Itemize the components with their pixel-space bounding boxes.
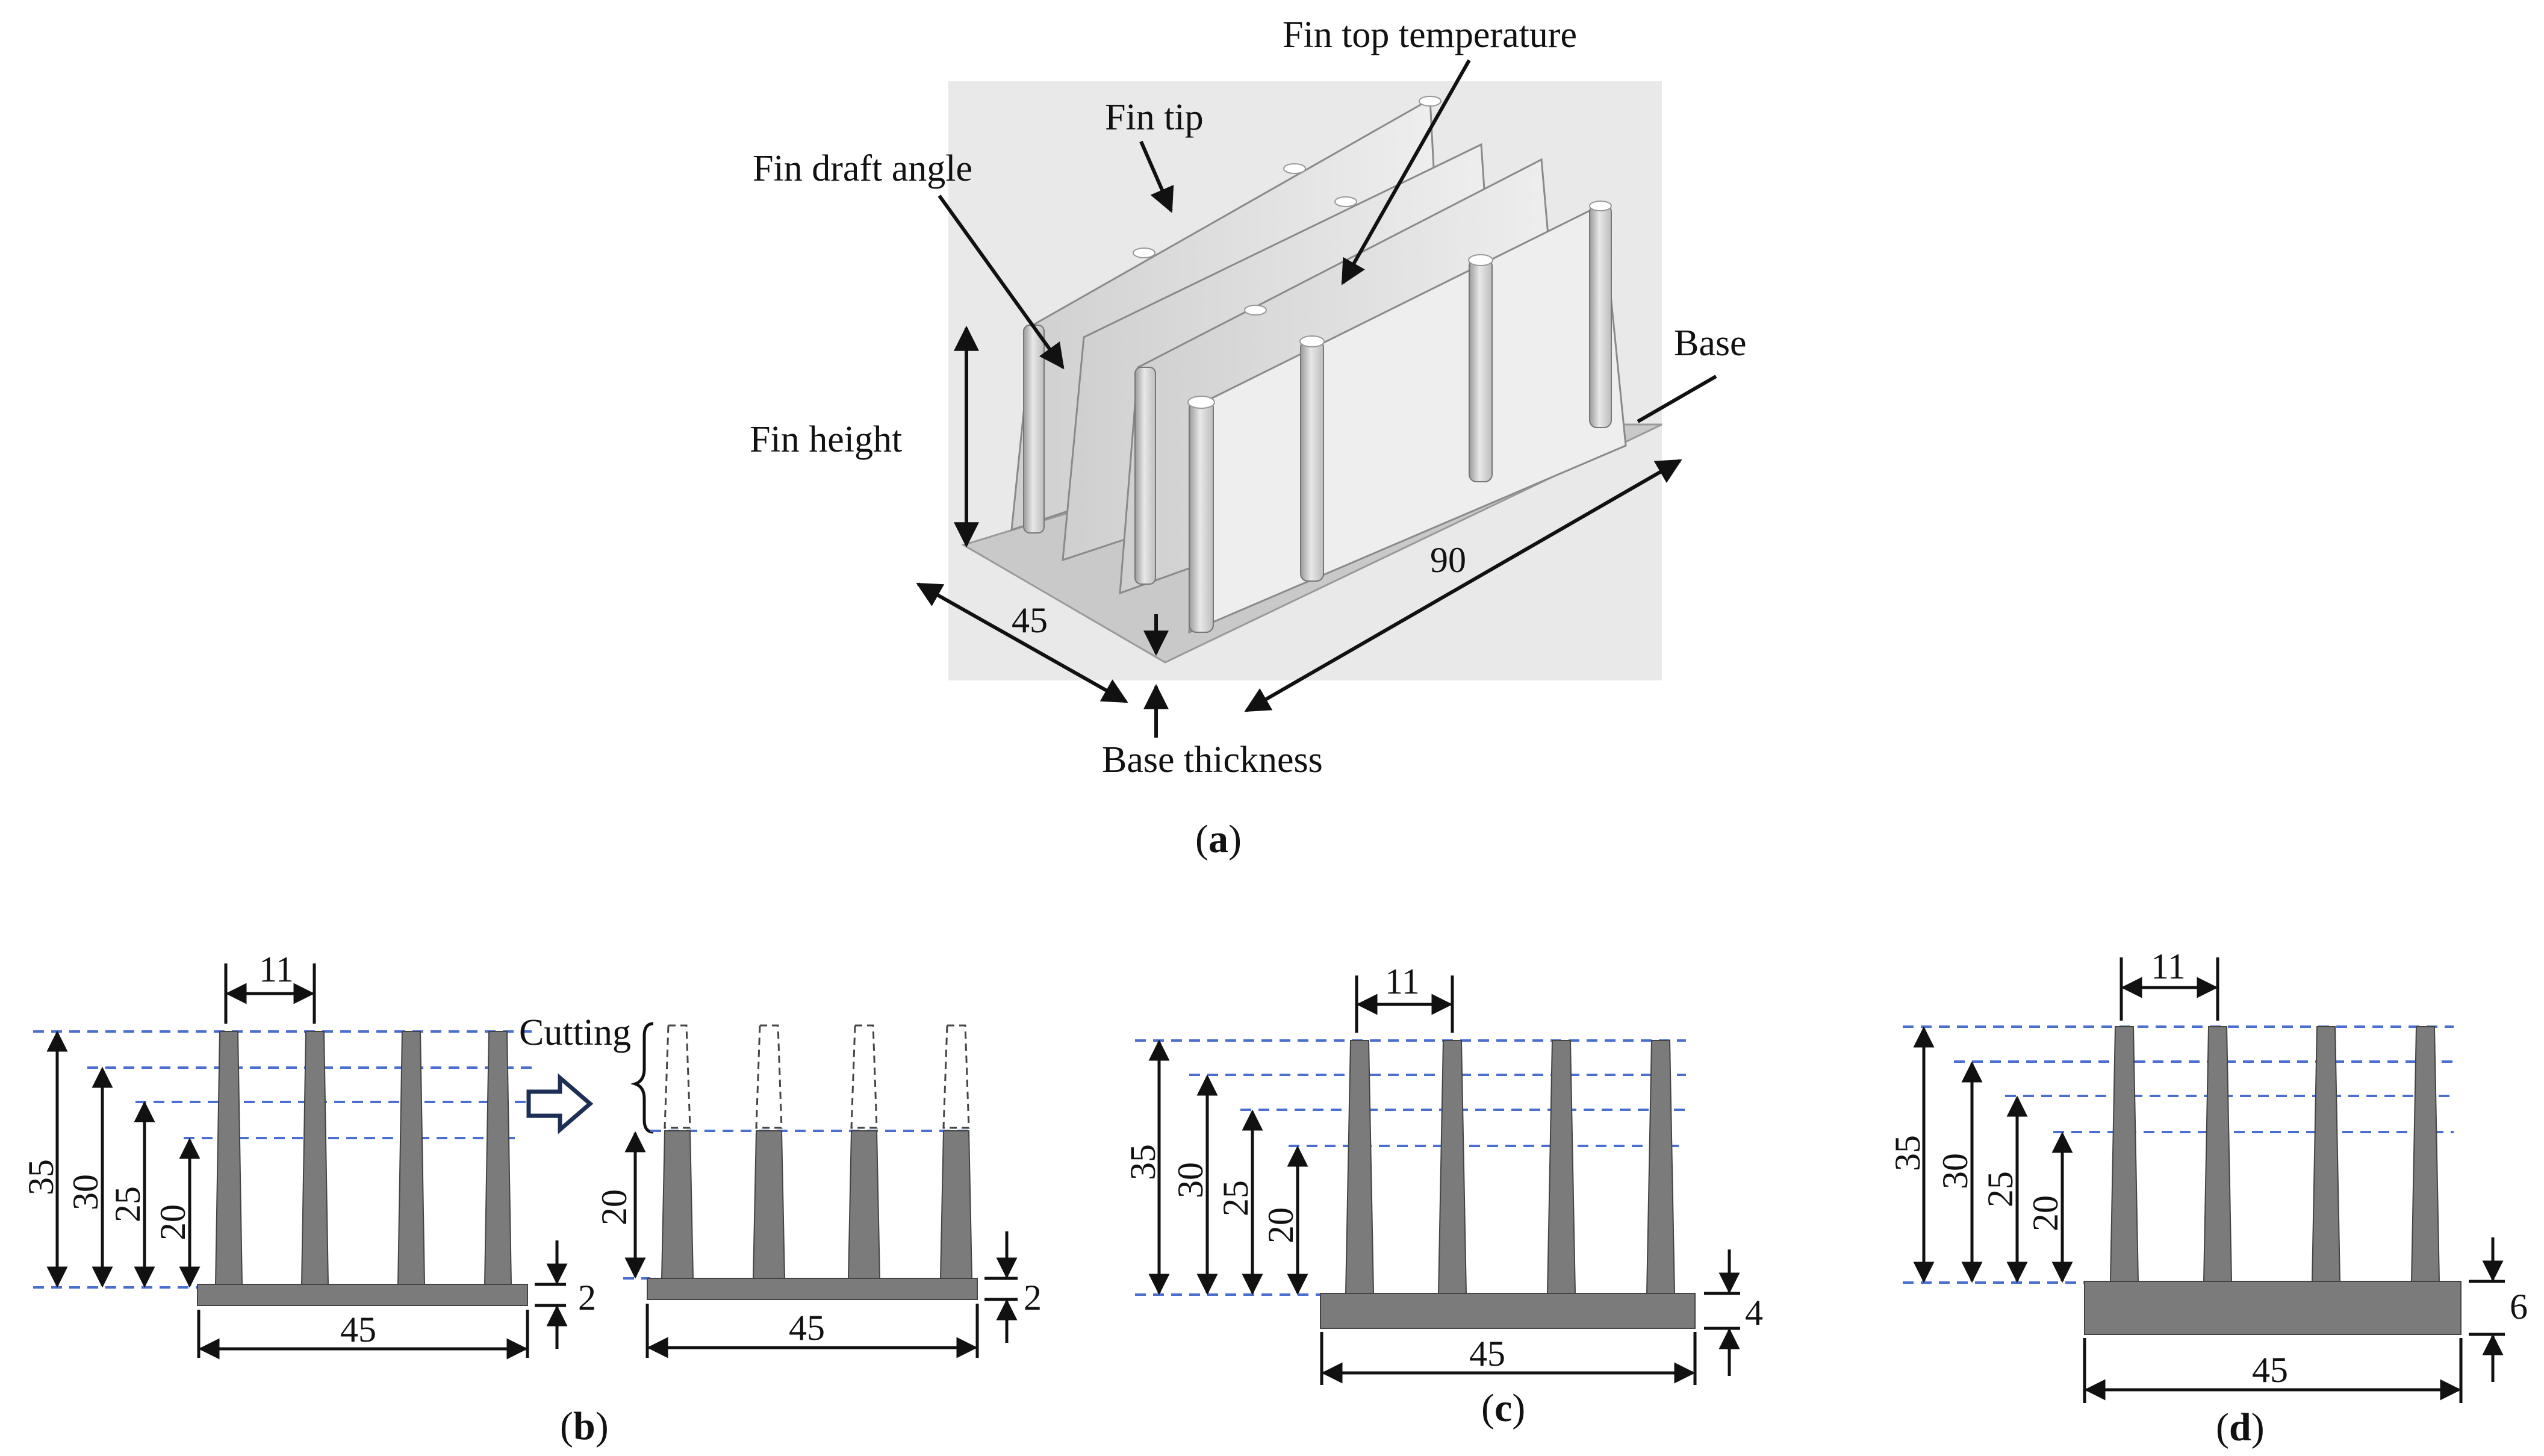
dim-lines-b	[46, 963, 568, 1360]
fin-height-label: Fin height	[750, 419, 902, 460]
dim-lines-d	[1913, 957, 2505, 1403]
caption-c: (c)	[1481, 1386, 1525, 1430]
panel-c: 11 35 30 25 20 4 45 (c)	[1123, 962, 1763, 1430]
fins-d	[2109, 1026, 2440, 1282]
panel-d: 11 35 30 25 20 6 45 (d)	[1888, 947, 2528, 1449]
cut-brace	[630, 1022, 654, 1134]
height-35-c: 35	[1123, 1144, 1163, 1180]
fin-tip-label: Fin tip	[1105, 97, 1204, 138]
height-25-c: 25	[1216, 1180, 1255, 1216]
height-20-b: 20	[153, 1204, 193, 1240]
base-width-d: 45	[2252, 1350, 2288, 1390]
base-thickness-b: 2	[578, 1278, 596, 1318]
pitch-d: 11	[2151, 947, 2186, 986]
base-thickness-c: 4	[1745, 1293, 1763, 1333]
base-label: Base	[1674, 323, 1747, 364]
panel-b: 11 35 30 25 20 2 45 (b)	[21, 950, 609, 1448]
pitch-b: 11	[259, 950, 294, 989]
guide-lines-c	[1135, 1039, 1686, 1296]
fin-tips	[1133, 96, 1612, 409]
height-25-b: 25	[108, 1186, 148, 1222]
caption-d: (d)	[2216, 1405, 2265, 1449]
cutting-arrow	[526, 1073, 594, 1134]
panel-a-arrows	[916, 59, 1717, 738]
guide-lines-b	[33, 1030, 536, 1289]
base-width-b: 45	[340, 1310, 376, 1349]
cut-height-20: 20	[594, 1189, 634, 1225]
dim-lines-b-cut	[624, 1131, 1018, 1358]
height-20-d: 20	[2026, 1195, 2065, 1231]
height-30-d: 30	[1935, 1153, 1975, 1189]
base-b	[197, 1284, 528, 1306]
cutting-label: Cutting	[519, 1012, 631, 1053]
width-45-label: 45	[1012, 600, 1048, 640]
fin-draft-angle-label: Fin draft angle	[753, 148, 972, 189]
pitch-c: 11	[1385, 962, 1420, 1001]
panel-a: Fin top temperature Fin tip Fin draft an…	[750, 14, 1747, 861]
height-20-c: 20	[1261, 1207, 1301, 1243]
guide-lines-d	[1903, 1025, 2454, 1284]
base-d	[2084, 1281, 2462, 1335]
cut-base-thickness: 2	[1024, 1278, 1042, 1318]
fins-b	[214, 1031, 512, 1285]
dim-lines-c	[1148, 975, 1740, 1385]
height-30-b: 30	[66, 1174, 105, 1210]
fins-b-cut	[661, 1130, 973, 1279]
length-90-label: 90	[1430, 540, 1466, 580]
base-b-cut	[647, 1278, 978, 1300]
base-c	[1320, 1293, 1696, 1329]
caption-b: (b)	[560, 1404, 609, 1448]
caption-a: (a)	[1195, 817, 1242, 861]
fin-top-temperature-label: Fin top temperature	[1283, 14, 1577, 55]
base-thickness-label: Base thickness	[1102, 739, 1323, 780]
panel-b-cut: Cutting 20 2 45	[519, 1012, 1042, 1358]
height-30-c: 30	[1171, 1162, 1210, 1198]
height-25-d: 25	[1980, 1171, 2020, 1207]
height-35-b: 35	[21, 1159, 61, 1195]
cut-base-width: 45	[789, 1308, 825, 1348]
base-width-c: 45	[1469, 1334, 1505, 1374]
cut-fin-outlines	[664, 1024, 970, 1129]
height-35-d: 35	[1888, 1135, 1927, 1171]
fins-c	[1345, 1040, 1676, 1294]
base-thickness-d: 6	[2510, 1287, 2528, 1327]
